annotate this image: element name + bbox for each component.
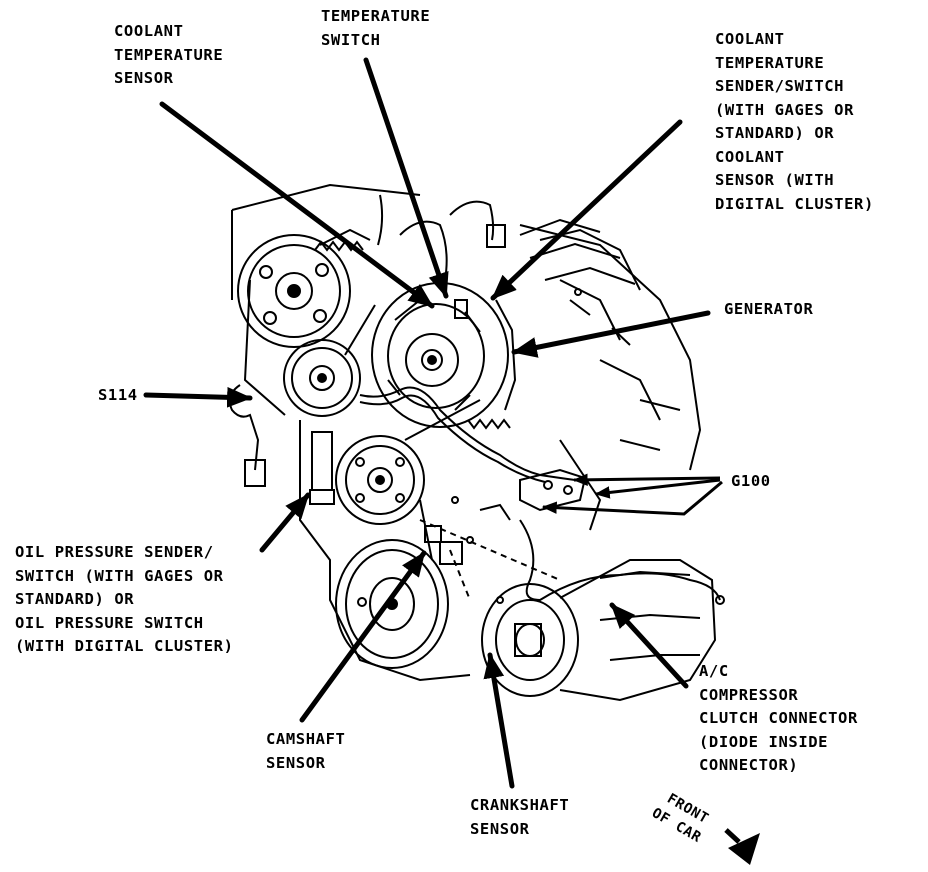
arrow-generator	[511, 310, 711, 358]
label-g100: G100	[731, 472, 771, 490]
arrow-ac-compressor	[609, 602, 689, 689]
label-coolant-temperature-sensor: COOLANT TEMPERATURE SENSOR	[114, 22, 224, 87]
power-steering-pulley	[238, 235, 350, 347]
water-pump-pulley	[336, 436, 424, 524]
label-oil-pressure: OIL PRESSURE SENDER/ SWITCH (WITH GAGES …	[15, 543, 234, 655]
arrow-temperature-switch	[363, 57, 449, 299]
label-crankshaft-sensor: CRANKSHAFT SENSOR	[470, 796, 570, 838]
leader-lines	[143, 57, 711, 789]
crankshaft-pulley	[336, 540, 448, 668]
front-arrow-icon	[724, 828, 760, 865]
arrow-coolant-temperature-sensor	[159, 101, 435, 309]
g100-leaders	[541, 473, 723, 516]
engine-illustration	[230, 185, 724, 700]
idler-pulley	[284, 340, 360, 416]
arrow-camshaft-sensor	[299, 550, 427, 723]
label-temperature-switch: TEMPERATURE SWITCH	[321, 7, 431, 49]
arrow-s114	[143, 386, 253, 408]
label-camshaft-sensor: CAMSHAFT SENSOR	[266, 730, 346, 772]
label-coolant-sender-switch: COOLANT TEMPERATURE SENDER/SWITCH (WITH …	[715, 30, 874, 213]
arrow-oil-pressure	[259, 492, 311, 553]
ac-compressor-unit	[482, 560, 715, 700]
arrow-coolant-sender-switch	[490, 119, 683, 301]
label-generator: GENERATOR	[724, 300, 814, 318]
arrow-crankshaft-sensor	[483, 652, 515, 789]
label-s114: S114	[98, 386, 138, 404]
label-ac-compressor: A/C COMPRESSOR CLUTCH CONNECTOR (DIODE I…	[699, 662, 858, 774]
generator-unit	[372, 283, 515, 427]
